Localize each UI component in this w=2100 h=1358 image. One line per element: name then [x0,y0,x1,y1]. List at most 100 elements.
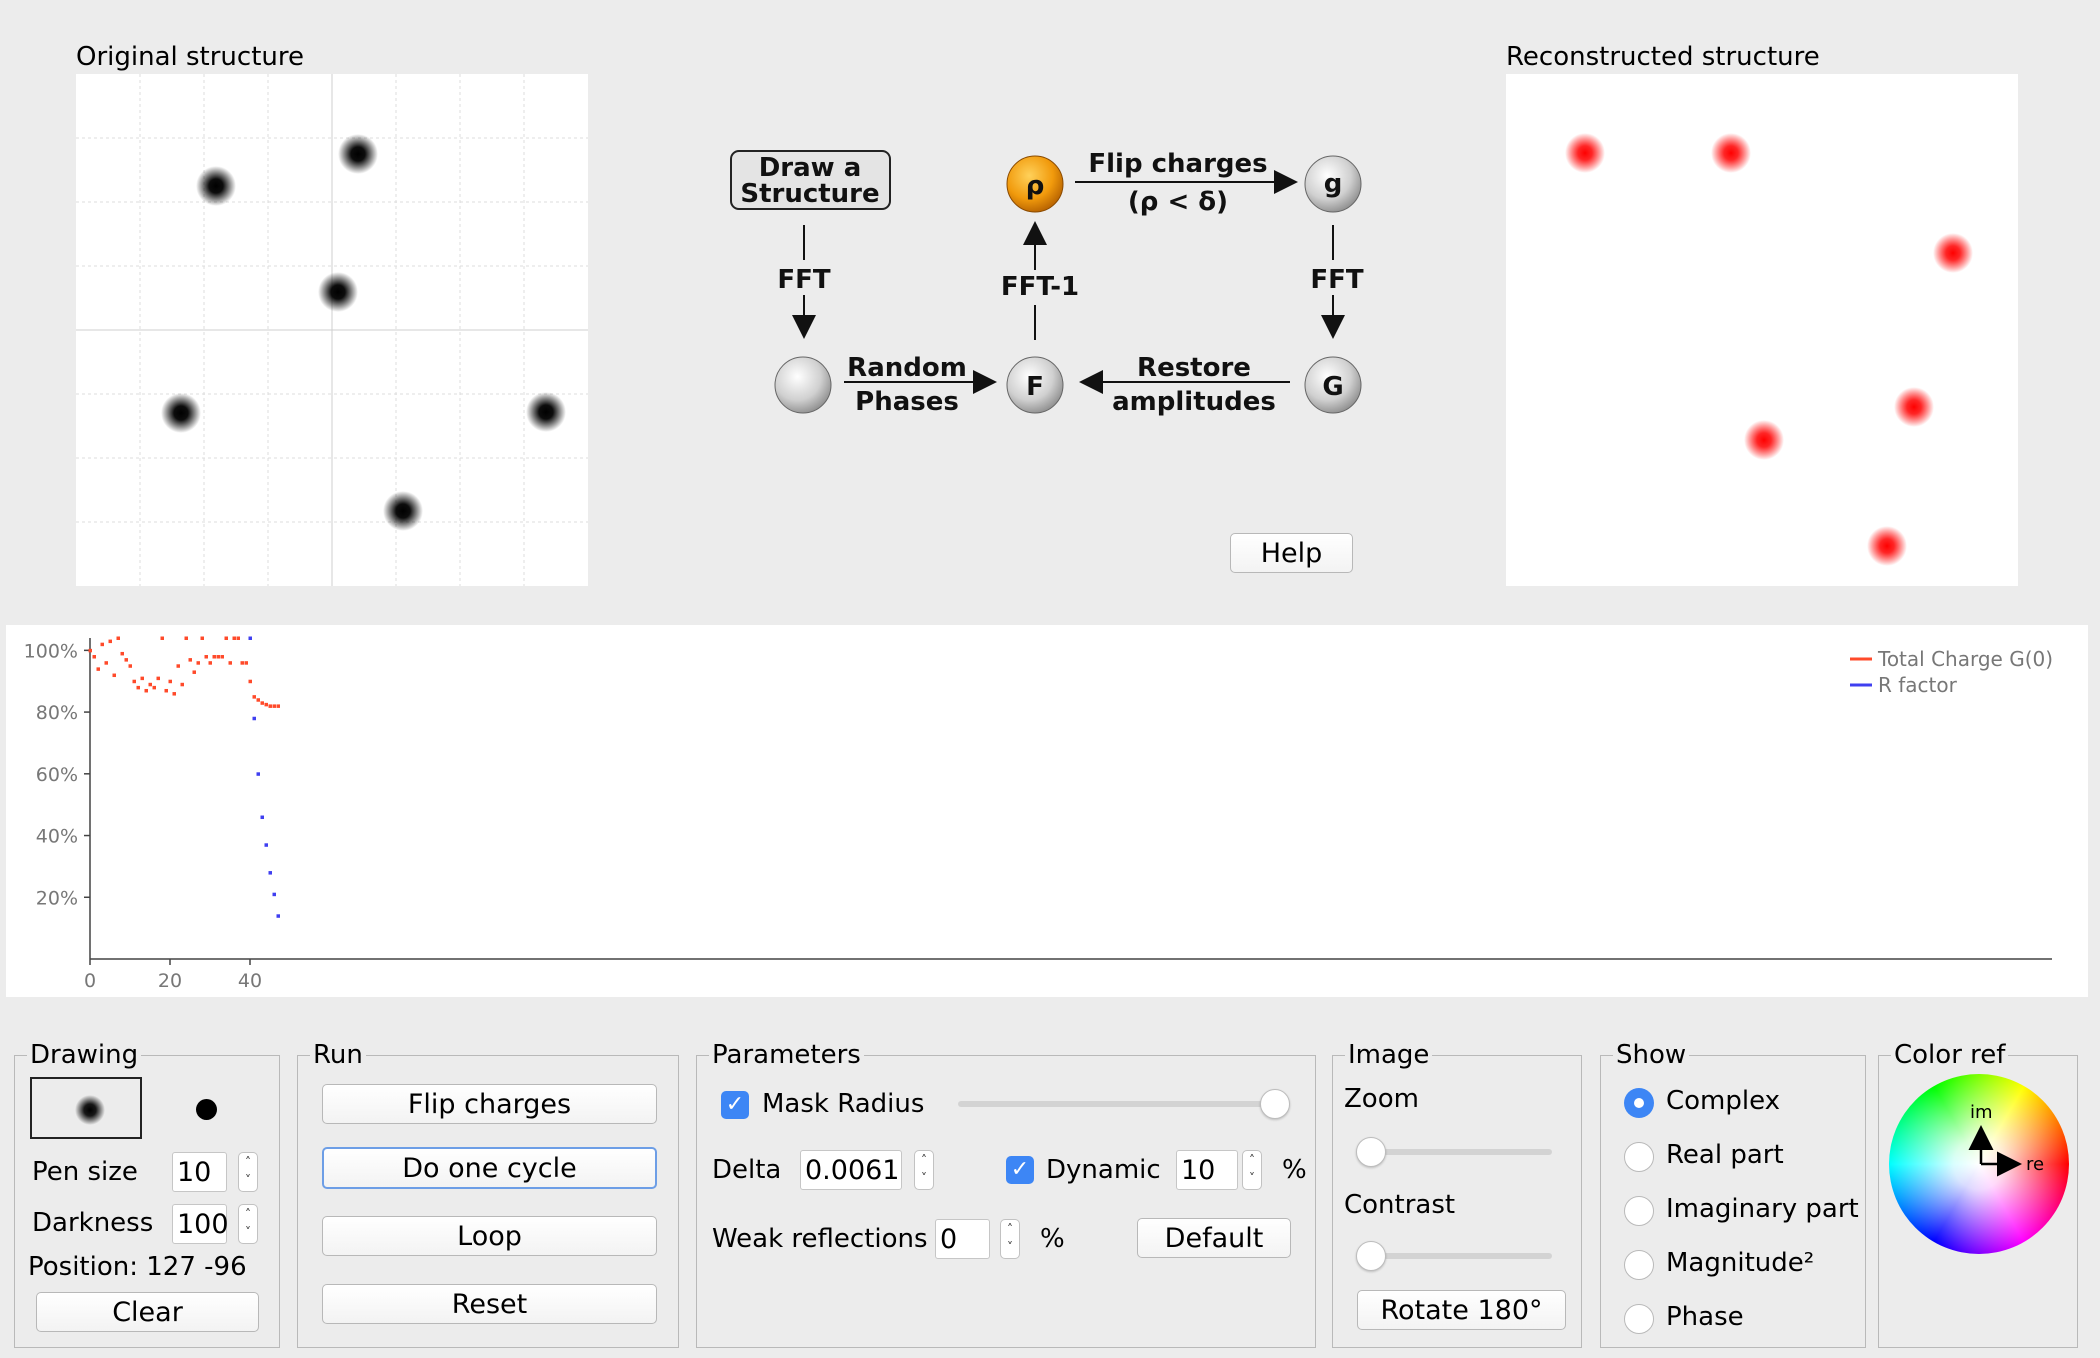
total-charge-point [124,658,128,662]
draw-structure-button[interactable]: Draw a Structure [730,150,891,210]
pen-size-stepper[interactable]: ˄˅ [238,1152,258,1192]
mask-radius-checkbox[interactable]: ✓ [721,1091,749,1119]
total-charge-point [264,702,268,707]
total-charge-point [140,676,144,681]
reconstructed-structure-canvas [1506,74,2018,586]
r-factor-point [276,914,280,918]
original-atom [383,491,423,531]
mask-radius-label: Mask Radius [762,1089,925,1119]
clear-button[interactable]: Clear [36,1292,259,1332]
total-charge-point [188,658,192,662]
contrast-slider-track[interactable] [1358,1253,1552,1259]
parameters-legend: Parameters [712,1040,861,1070]
show-complex-radio[interactable] [1624,1088,1654,1118]
r-factor-point [264,843,268,847]
total-charge-point [96,667,100,671]
total-charge-point [228,661,232,665]
rotate-180-button[interactable]: Rotate 180° [1357,1290,1566,1330]
F-node-label: F [1026,372,1044,402]
total-charge-point [180,682,184,687]
reconstructed-atom [1711,133,1751,173]
amplitudes-label: amplitudes [1112,387,1276,417]
pen-size-label: Pen size [32,1157,138,1187]
delta-stepper[interactable]: ˄˅ [914,1150,934,1190]
show-real-part-radio[interactable] [1624,1142,1654,1172]
legend-label: R factor [1878,673,1958,697]
total-charge-point [136,685,140,690]
original-structure-title: Original structure [76,42,304,72]
soft-pen-icon [75,1095,105,1125]
contrast-label: Contrast [1344,1190,1456,1220]
zoom-slider-thumb[interactable] [1356,1137,1386,1167]
total-charge-point [244,661,248,665]
flip-charges-button[interactable]: Flip charges [322,1084,657,1124]
random-label: Random [847,353,967,383]
darkness-stepper[interactable]: ˄˅ [238,1204,258,1244]
legend-label: Total Charge G(0) [1877,647,2053,671]
image-group: Image [1332,1040,1582,1348]
delta-field[interactable]: 0.0061 [800,1150,902,1190]
hard-pen-icon[interactable] [196,1099,217,1120]
r-factor-point [268,871,272,875]
original-structure-plot [76,74,588,586]
zoom-slider-track[interactable] [1358,1149,1552,1155]
show-imaginary-part-radio[interactable] [1624,1196,1654,1226]
do-one-cycle-button[interactable]: Do one cycle [322,1147,657,1189]
darkness-field[interactable]: 100 [172,1204,229,1244]
total-charge-point [196,661,200,665]
loop-button[interactable]: Loop [322,1216,657,1256]
show-imaginary-part-label: Imaginary part [1666,1194,1859,1224]
total-charge-point [252,695,256,699]
total-charge-point [168,679,172,684]
y-tick-label: 40% [36,826,78,848]
rho-node [1006,155,1064,213]
total-charge-point [208,661,212,665]
default-button[interactable]: Default [1137,1218,1291,1258]
total-charge-point [276,704,280,708]
original-atom [161,393,201,433]
r-factor-point [256,772,260,776]
dynamic-value-field[interactable]: 10 [1176,1150,1238,1190]
y-tick-label: 100% [24,640,78,662]
help-button[interactable]: Help [1230,533,1353,573]
total-charge-point [132,679,136,684]
original-structure-canvas[interactable] [76,74,588,586]
weak-reflections-stepper[interactable]: ˄˅ [1000,1219,1020,1259]
r-factor-point [272,892,276,897]
show-magnitude-label: Magnitude² [1666,1248,1815,1278]
draw-structure-label-2: Structure [740,179,879,209]
weak-reflections-field[interactable]: 0 [935,1219,990,1259]
mask-radius-slider-track[interactable] [958,1101,1290,1107]
original-atom [196,166,236,206]
flip-charges-label: Flip charges [1088,149,1267,179]
dynamic-checkbox[interactable]: ✓ [1006,1156,1034,1184]
reset-button[interactable]: Reset [322,1284,657,1324]
total-charge-point [88,648,92,653]
total-charge-point [116,636,120,640]
drawing-legend: Drawing [30,1040,139,1070]
darkness-label: Darkness [32,1208,154,1238]
total-charge-point [108,639,112,644]
G-node-label: G [1322,372,1343,402]
show-complex-label: Complex [1666,1086,1781,1116]
color-wheel: im re [1889,1074,2069,1254]
contrast-slider-thumb[interactable] [1356,1241,1386,1271]
rho-node-label: ρ [1026,171,1045,201]
soft-pen-selector[interactable] [30,1077,142,1139]
zoom-label: Zoom [1344,1084,1419,1114]
y-tick-label: 60% [36,764,78,786]
weak-reflections-label: Weak reflections [712,1224,928,1254]
r-factor-point [252,716,256,721]
total-charge-point [192,670,196,674]
show-magnitude-radio[interactable] [1624,1250,1654,1280]
r-factor-point [260,815,264,820]
show-phase-radio[interactable] [1624,1304,1654,1334]
mask-radius-slider-thumb[interactable] [1260,1089,1290,1119]
pen-size-field[interactable]: 10 [172,1152,227,1192]
x-tick-label: 0 [84,970,96,992]
image-legend: Image [1348,1040,1430,1070]
random-phases-node [774,356,832,414]
dynamic-stepper[interactable]: ˄˅ [1242,1150,1262,1190]
run-legend: Run [313,1040,363,1070]
